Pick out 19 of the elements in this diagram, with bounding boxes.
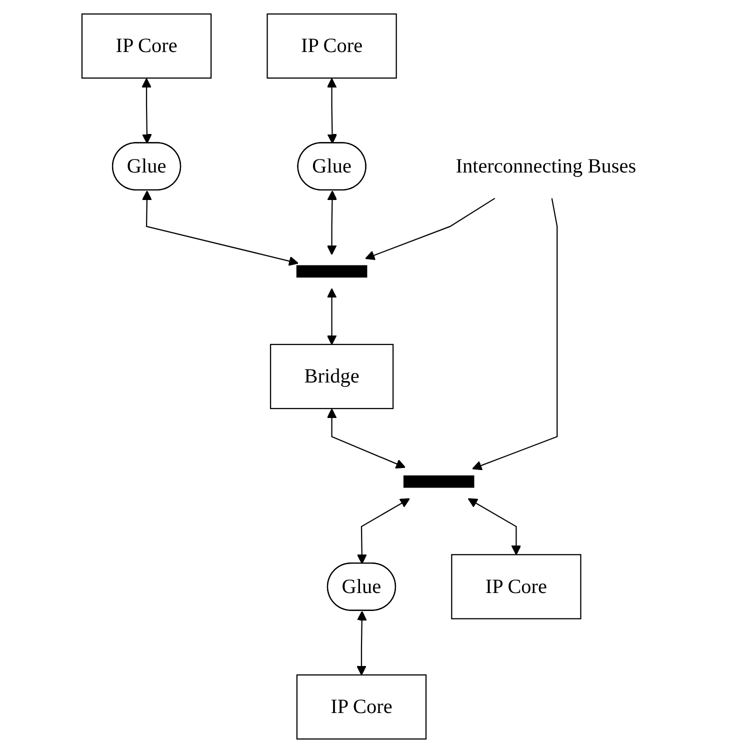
arrow [142,190,298,266]
node-box: IP Core [81,13,212,79]
node-bar [403,475,474,488]
node-box: IP Core [266,13,396,79]
arrow [356,498,410,564]
node-text: Interconnecting Buses [455,154,636,177]
node-bar [296,265,367,278]
arrow [472,198,558,470]
arrow [141,78,152,144]
node-box: IP Core [296,674,426,740]
arrow [326,190,337,255]
arrow [356,610,366,676]
node-box: IP Core [450,554,581,620]
arrow [326,408,406,469]
arrow [467,498,521,556]
arrow [364,198,495,260]
arrow [326,288,336,345]
arrow [326,78,337,144]
node-box: Bridge [270,344,394,410]
